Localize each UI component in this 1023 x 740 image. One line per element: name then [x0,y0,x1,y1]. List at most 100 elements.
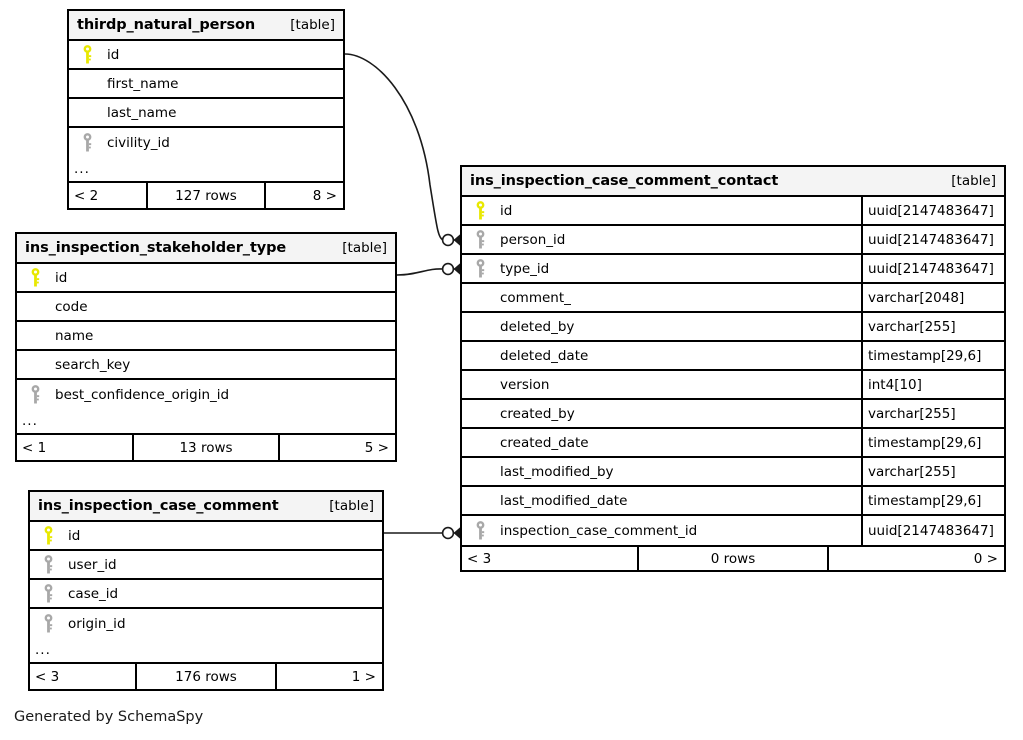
column-name: last_modified_by [500,463,614,480]
table-row[interactable]: first_name [69,70,343,99]
column-name: case_id [68,585,119,602]
footer-parents-count[interactable]: < 1 [22,439,47,456]
table-row[interactable]: last_modified_by varchar[255] [462,458,1004,487]
table-row[interactable]: created_date timestamp[29,6] [462,429,1004,458]
column-cell: last_name [69,99,343,126]
table-header: ins_inspection_case_comment_contact [tab… [462,167,1004,197]
column-name: code [55,298,88,315]
table-row[interactable]: id [17,264,395,293]
table-row[interactable]: created_by varchar[255] [462,400,1004,429]
column-list: id first_name last_name civility_id [69,41,343,157]
table-kind-label: [table] [342,240,387,256]
edge-stakeholder-type-to-type-id [396,268,444,276]
cardinality-marker-type-id [441,262,461,276]
column-cell: civility_id [69,128,343,157]
footer-parents-count[interactable]: < 3 [467,550,492,567]
column-cell: id [30,522,382,549]
column-type: varchar[255] [861,400,1004,427]
table-row[interactable]: civility_id [69,128,343,157]
table-kind-label: [table] [290,17,335,33]
foreign-key-icon [470,521,490,540]
column-type: varchar[2048] [861,284,1004,311]
column-type: int4[10] [861,371,1004,398]
column-name: comment_ [500,289,571,306]
footer-parents-count[interactable]: < 3 [35,668,60,685]
column-type: timestamp[29,6] [861,429,1004,456]
table-header: thirdp_natural_person [table] [69,11,343,41]
table-ins-inspection-case-comment-contact[interactable]: ins_inspection_case_comment_contact [tab… [460,165,1006,572]
column-type: varchar[255] [861,313,1004,340]
table-row[interactable]: name [17,322,395,351]
table-kind-label: [table] [951,173,996,189]
footer-children-count[interactable]: 8 > [312,187,337,204]
column-cell: last_modified_date [462,487,861,514]
table-header: ins_inspection_stakeholder_type [table] [17,234,395,264]
footer-row-count: 176 rows [135,664,277,689]
footer-parents-count[interactable]: < 2 [74,187,99,204]
column-name: created_date [500,434,589,451]
foreign-key-icon [25,385,45,404]
footer-children-count[interactable]: 5 > [364,439,389,456]
column-name: last_name [107,104,177,121]
footer-children-count[interactable]: 0 > [973,550,998,567]
table-row[interactable]: case_id [30,580,382,609]
column-cell: user_id [30,551,382,578]
column-name: last_modified_date [500,492,628,509]
foreign-key-icon [38,584,58,603]
table-title: ins_inspection_case_comment_contact [470,173,779,189]
column-name: id [107,46,120,63]
column-name: first_name [107,75,179,92]
table-thirdp-natural-person[interactable]: thirdp_natural_person [table] id first_na… [67,9,345,210]
more-columns-ellipsis: ... [17,409,395,435]
table-footer: < 3 0 rows 0 > [462,545,1004,570]
column-type: varchar[255] [861,458,1004,485]
column-type: timestamp[29,6] [861,342,1004,369]
table-row[interactable]: search_key [17,351,395,380]
footer-row-count: 13 rows [132,435,280,460]
column-name: created_by [500,405,575,422]
column-cell: name [17,322,395,349]
column-name: civility_id [107,134,170,151]
column-cell: best_confidence_origin_id [17,380,395,409]
foreign-key-icon [77,133,97,152]
table-row[interactable]: origin_id [30,609,382,638]
table-row[interactable]: user_id [30,551,382,580]
column-cell: case_id [30,580,382,607]
column-cell: last_modified_by [462,458,861,485]
column-cell: deleted_by [462,313,861,340]
table-row[interactable]: code [17,293,395,322]
table-row[interactable]: comment_ varchar[2048] [462,284,1004,313]
more-columns-ellipsis: ... [69,157,343,183]
column-name: id [68,527,81,544]
column-cell: id [69,41,343,68]
column-cell: first_name [69,70,343,97]
table-ins-inspection-stakeholder-type[interactable]: ins_inspection_stakeholder_type [table] … [15,232,397,462]
edge-thirdp-natural-person-to-person-id [344,53,444,241]
column-name: best_confidence_origin_id [55,386,230,403]
column-type: uuid[2147483647] [861,197,1004,224]
column-cell: comment_ [462,284,861,311]
table-row[interactable]: id [69,41,343,70]
table-footer: < 2 127 rows 8 > [69,183,343,208]
table-row[interactable]: best_confidence_origin_id [17,380,395,409]
column-cell: search_key [17,351,395,378]
column-cell: deleted_date [462,342,861,369]
cardinality-marker-inspection-case-comment-id [441,526,461,540]
column-cell: id [462,197,861,224]
footer-children-count[interactable]: 1 > [351,668,376,685]
column-name: id [55,269,68,286]
footer-row-count: 127 rows [146,183,266,208]
table-row[interactable]: id [30,522,382,551]
column-cell: inspection_case_comment_id [462,516,861,545]
table-row[interactable]: last_name [69,99,343,128]
column-cell: person_id [462,226,861,253]
